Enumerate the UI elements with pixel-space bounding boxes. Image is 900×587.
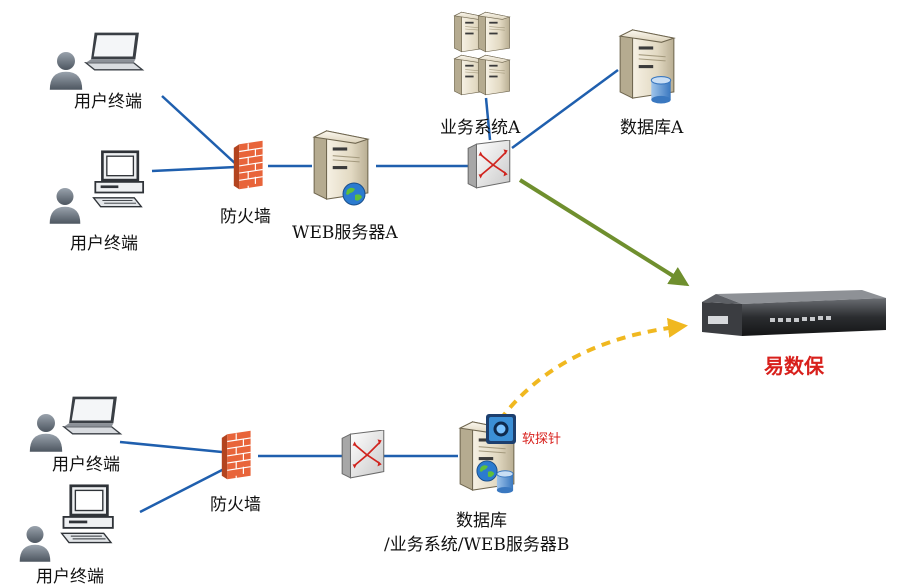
probe-label: 软探针: [522, 432, 562, 447]
mirror-traffic-arrow: [518, 178, 690, 287]
link-lines: [119, 68, 619, 514]
database-server-a: [619, 29, 675, 104]
person-icon: [29, 414, 63, 452]
appliance-icon: [702, 290, 886, 336]
link-top-switch-db: [511, 68, 619, 150]
server-b-label-line2: /业务系统/WEB服务器B: [384, 535, 570, 555]
top-terminal-2-label: 用户终端: [70, 234, 138, 254]
desktop-user-icon: [92, 150, 145, 209]
top-firewall-label: 防火墙: [220, 207, 271, 227]
cluster-unit-2: [478, 11, 510, 53]
person-icon: [49, 52, 83, 90]
web-server-a: [313, 130, 369, 206]
bottom-terminal-2-label: 用户终端: [36, 567, 104, 587]
person-icon: [49, 188, 81, 224]
bottom-terminal-1: [29, 395, 122, 452]
probe-icon: [486, 414, 516, 444]
link-bottom-terminal2-firewall: [139, 466, 227, 514]
laptop-user-icon: [85, 31, 144, 71]
server-b-label-line1: 数据库: [456, 511, 507, 531]
laptop-user-icon: [63, 395, 122, 435]
top-terminal-1-label: 用户终端: [74, 92, 142, 112]
link-top-terminal1-firewall: [161, 95, 239, 167]
bottom-firewall-label: 防火墙: [210, 495, 261, 515]
server-b: [459, 414, 516, 494]
web-server-a-label: WEB服务器A: [292, 223, 398, 243]
switch-icon: [467, 140, 511, 189]
server-cluster-icon: [454, 11, 510, 96]
database-a-label: 数据库A: [620, 118, 684, 138]
probe-data-arrow: [498, 317, 688, 422]
switch-icon: [341, 430, 385, 479]
database-icon: [496, 470, 514, 494]
link-bottom-terminal1-firewall: [119, 440, 223, 454]
top-terminal-1: [49, 31, 144, 90]
link-top-switch-biz: [484, 97, 492, 141]
database-icon: [650, 76, 672, 104]
globe-icon: [476, 460, 498, 482]
link-top-terminal2-firewall: [151, 165, 237, 173]
firewall-icon: [233, 140, 264, 190]
bottom-terminal-2: [19, 484, 115, 562]
biz-system-a-label: 业务系统A: [440, 118, 521, 138]
firewall-icon: [221, 430, 252, 480]
person-icon: [19, 526, 51, 562]
appliance-label: 易数保: [764, 354, 824, 378]
globe-icon: [342, 182, 366, 206]
bottom-terminal-1-label: 用户终端: [52, 455, 120, 475]
desktop-user-icon: [60, 484, 115, 544]
cluster-unit-4: [478, 54, 510, 96]
top-terminal-2: [49, 150, 145, 224]
